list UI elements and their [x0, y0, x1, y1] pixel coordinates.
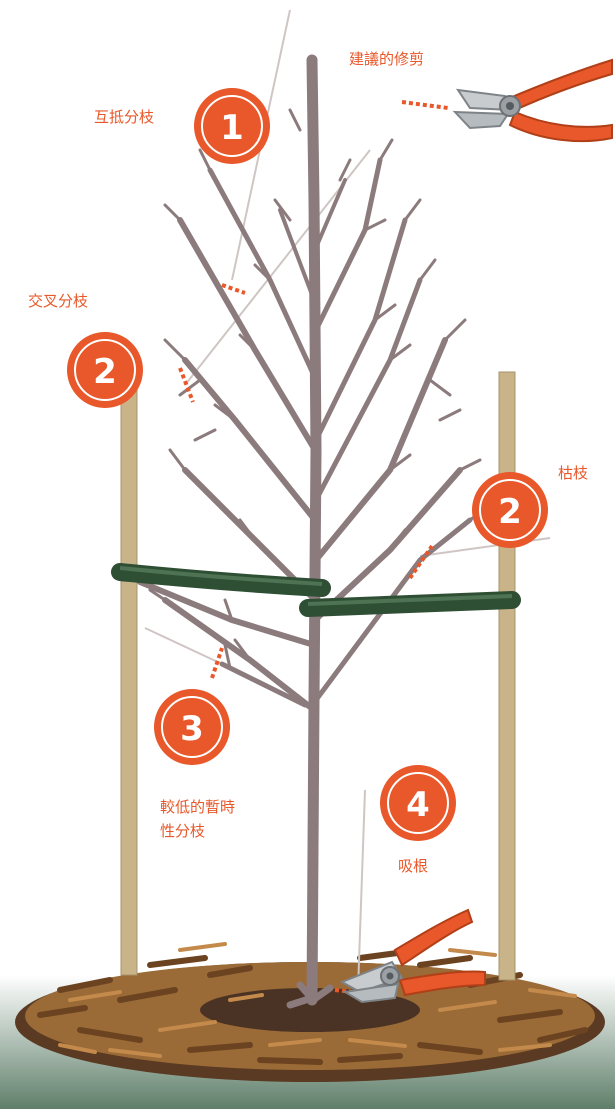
right-stake	[498, 371, 516, 981]
label-rubbing-branches: 互抵分枝	[94, 108, 155, 126]
svg-text:3: 3	[180, 709, 204, 749]
badge-2-crossing: 2	[67, 332, 143, 408]
badge-3: 3	[154, 689, 230, 765]
trunk	[306, 54, 322, 1006]
svg-text:2: 2	[93, 352, 117, 392]
label-lower-temporary-line2: 性分枝	[160, 822, 206, 840]
label-lower-temporary-line1: 較低的暫時	[160, 798, 236, 816]
tree-ties	[111, 563, 521, 617]
pruning-shears-icon	[452, 58, 613, 143]
label-suckers: 吸根	[398, 857, 429, 875]
badge-4: 4	[380, 765, 456, 841]
label-crossing-branches: 交叉分枝	[28, 292, 89, 310]
label-recommended-pruning: 建議的修剪	[349, 50, 425, 68]
badge-2-dead: 2	[472, 472, 548, 548]
label-dead-branches: 枯枝	[558, 464, 589, 482]
left-stake	[120, 384, 138, 976]
svg-text:4: 4	[406, 785, 430, 825]
svg-text:2: 2	[498, 492, 522, 532]
tree	[123, 54, 492, 1009]
svg-text:1: 1	[220, 108, 244, 148]
badge-1: 1	[194, 88, 270, 164]
pruning-shears-bottom-icon	[339, 908, 486, 1004]
